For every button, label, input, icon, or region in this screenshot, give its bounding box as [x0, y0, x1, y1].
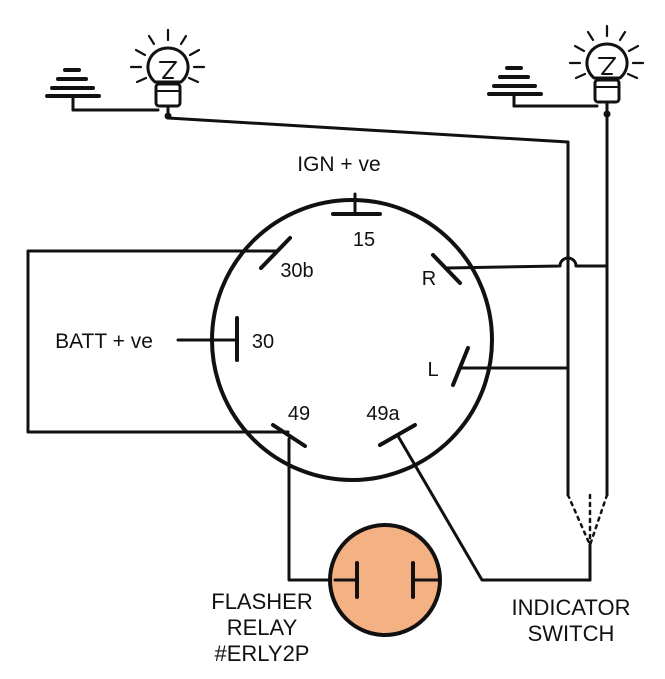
loop-30b-49-wire	[26, 249, 290, 434]
left-bulb-icon	[129, 28, 206, 120]
terminal-l-label: L	[427, 359, 438, 381]
flasher-relay-label-line2: RELAY	[227, 615, 298, 640]
flasher-relay-body	[328, 523, 442, 637]
terminal-49-label: 49	[288, 403, 310, 425]
terminal-15-label: 15	[353, 229, 375, 251]
flasher-relay-label-line1: FLASHER	[211, 589, 312, 614]
terminal-30b-label: 30b	[280, 260, 313, 282]
terminal-r-label: R	[422, 268, 436, 290]
r-terminal-wire	[445, 256, 609, 270]
ign-label: IGN + ve	[297, 153, 380, 176]
right-bulb-icon	[568, 24, 645, 118]
left-ground-icon	[45, 68, 101, 98]
indicator-switch-contacts	[566, 493, 609, 547]
indicator-switch-label-line1: INDICATOR	[512, 595, 631, 620]
relay-out-wire	[396, 434, 592, 582]
indicator-switch-label-line2: SWITCH	[528, 621, 615, 646]
batt-label: BATT + ve	[55, 330, 153, 353]
relay-in-wire	[287, 437, 337, 582]
terminal-30b-bar	[259, 236, 292, 270]
terminal-30-label: 30	[252, 331, 274, 353]
terminal-49-bar	[271, 423, 307, 448]
right-ground-icon	[487, 66, 543, 96]
flasher-relay-label-line3: #ERLY2P	[215, 641, 310, 666]
terminal-49a-label: 49a	[366, 403, 400, 425]
left-bulb-feed-wire	[166, 116, 570, 497]
